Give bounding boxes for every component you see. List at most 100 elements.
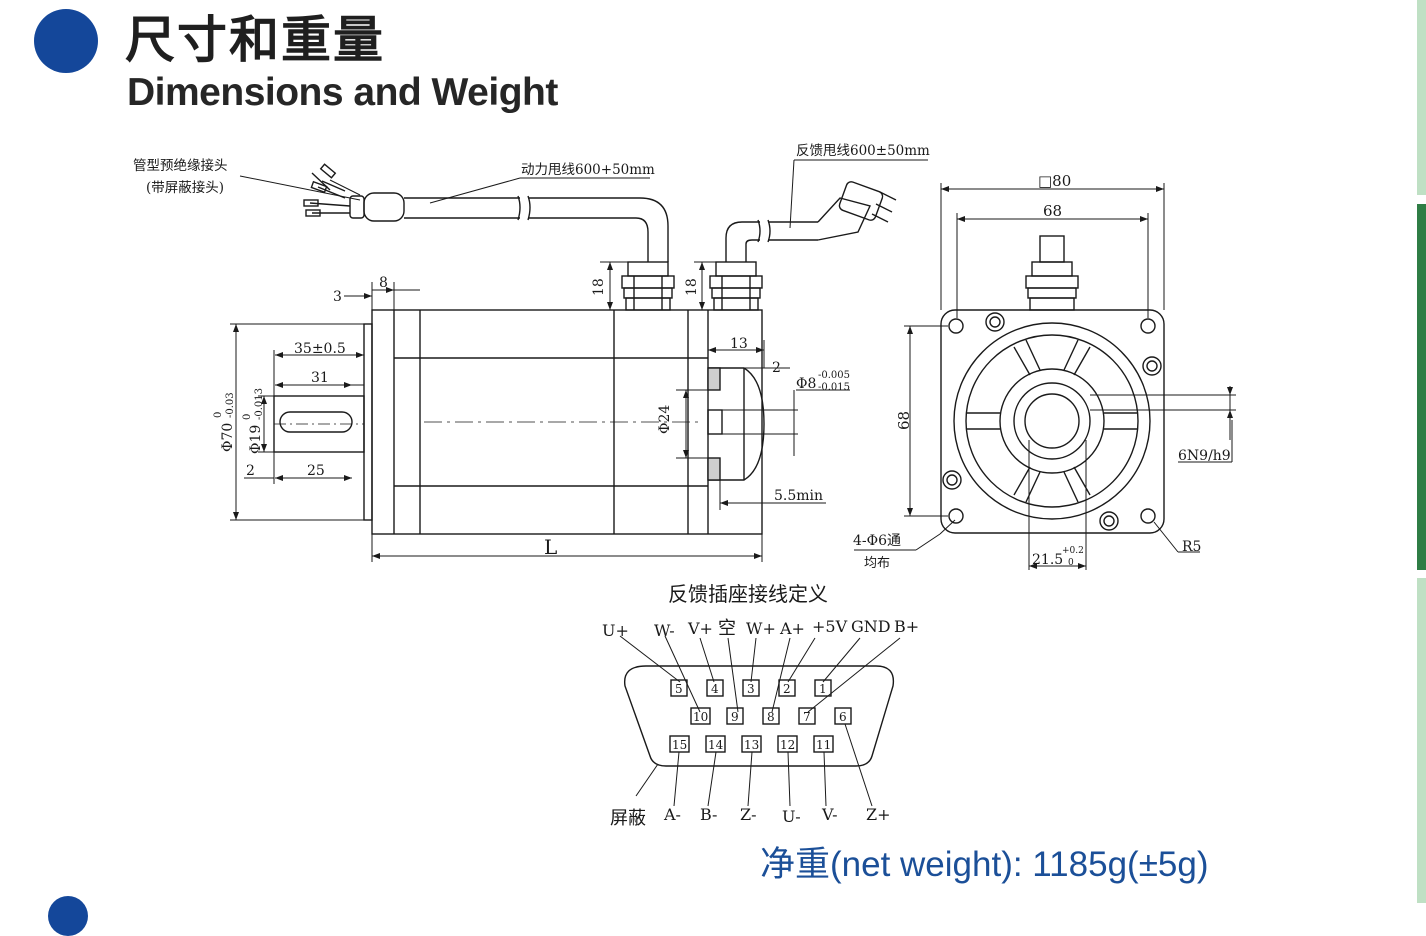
front-arrows <box>907 186 1233 569</box>
pin-label-shield: 屏蔽 <box>610 808 646 829</box>
pin-8: 8 <box>767 710 775 724</box>
dim-21-5: 21.5 <box>1032 552 1063 568</box>
holes-distribution-label: 均布 <box>864 556 890 571</box>
feedback-cable-gland <box>709 261 763 311</box>
pin-label-w-plus: W+ <box>746 619 776 638</box>
dim-21-5-tol-up: +0.2 <box>1062 546 1084 556</box>
motor-drawing: 管型预绝缘接头 (带屏蔽接头) 动力甩线600+50mm 反馈甩线600±50m… <box>133 143 1236 829</box>
front-view: □80 68 68 4-Φ6通 均布 21.5 +0.2 0 6N9/h9 R5 <box>853 172 1236 571</box>
radius-label: R5 <box>1182 539 1201 555</box>
page-title-cn: 尺寸和重量 <box>125 11 385 69</box>
section-bullet-icon-next <box>48 896 88 936</box>
pin-boxes <box>669 679 852 753</box>
pin-13: 13 <box>744 738 759 752</box>
power-cable <box>404 195 669 262</box>
dim-68-horizontal: 68 <box>1043 202 1062 220</box>
dim-18a: 18 <box>591 278 607 296</box>
pin-label-a-minus: A- <box>663 805 681 824</box>
pin-7: 7 <box>803 710 811 724</box>
flange-outline <box>940 309 1165 534</box>
pin-label-b-plus: B+ <box>894 617 919 636</box>
dim-phi70-tol-up: 0 <box>213 412 224 418</box>
pin-14: 14 <box>708 738 724 752</box>
side-accent-bar-bottom <box>1417 578 1426 903</box>
net-weight-label: 净重(net weight): 1185g(±5g) <box>760 845 1209 884</box>
dim-square-80: □80 <box>1038 172 1071 190</box>
connector-label-line2: (带屏蔽接头) <box>146 179 224 196</box>
dim-3: 3 <box>333 289 342 305</box>
section-bullet-icon <box>34 9 98 73</box>
pin-label-b-minus: B- <box>700 805 717 824</box>
front-dimension-lines <box>854 183 1236 570</box>
pin-1: 1 <box>819 682 827 696</box>
pin-label-empty: 空 <box>718 618 736 639</box>
pin-2: 2 <box>783 682 791 696</box>
wire-bundle <box>303 163 405 222</box>
front-gland <box>1025 235 1079 311</box>
feedback-connector: 反馈插座接线定义 U+ W- V+ 空 W+ A+ +5V GND B+ 5 4… <box>602 582 919 829</box>
side-view: 管型预绝缘接头 (带屏蔽接头) 动力甩线600+50mm 反馈甩线600±50m… <box>133 143 930 562</box>
mounting-holes <box>942 312 1162 531</box>
dim-35: 35±0.5 <box>294 341 346 357</box>
front-labels: □80 68 68 4-Φ6通 均布 21.5 +0.2 0 6N9/h9 R5 <box>853 172 1231 571</box>
pin-4: 4 <box>711 682 719 696</box>
dim-2b: 2 <box>772 360 781 376</box>
side-arrows <box>233 262 764 559</box>
dim-phi24: Φ24 <box>657 405 673 434</box>
pin-label-v-minus: V- <box>821 805 838 824</box>
dim-phi8-tol-dn: -0.015 <box>818 382 850 393</box>
pin-label-5v: +5V <box>812 617 848 636</box>
pin-12: 12 <box>780 738 795 752</box>
page-title-en: Dimensions and Weight <box>127 71 558 114</box>
key-tolerance-label: 6N9/h9 <box>1178 448 1231 464</box>
pin-15: 15 <box>672 738 687 752</box>
pin-label-z-plus: Z+ <box>866 805 891 824</box>
dim-phi19-tol-up: 0 <box>242 414 253 420</box>
holes-label: 4-Φ6通 <box>853 533 901 549</box>
motor-body <box>363 309 763 535</box>
pin-label-u-plus: U+ <box>602 621 629 640</box>
dim-25: 25 <box>307 463 325 479</box>
pin-label-a-plus: A+ <box>779 619 805 638</box>
side-accent-bar-middle <box>1417 204 1426 570</box>
dim-18b: 18 <box>684 278 700 296</box>
dim-phi19: Φ19 <box>248 425 264 454</box>
power-cable-label: 动力甩线600+50mm <box>521 162 655 178</box>
pin-10: 10 <box>693 710 708 724</box>
dim-68-vertical: 68 <box>895 411 913 430</box>
dim-21-5-tol-dn: 0 <box>1068 558 1074 568</box>
dim-2: 2 <box>246 463 255 479</box>
pin-3: 3 <box>747 682 755 696</box>
pin-label-w-minus: W- <box>654 621 675 640</box>
pin-label-gnd: GND <box>851 617 891 636</box>
dim-L: L <box>544 535 557 559</box>
dim-8: 8 <box>379 275 388 291</box>
flange-ribs <box>966 339 1138 503</box>
pin-11: 11 <box>816 738 831 752</box>
side-dimension-lines <box>230 159 928 562</box>
feedback-cable <box>725 181 897 262</box>
dim-13: 13 <box>730 336 748 352</box>
pin-6: 6 <box>839 710 847 724</box>
side-labels: 管型预绝缘接头 (带屏蔽接头) 动力甩线600+50mm 反馈甩线600±50m… <box>133 143 930 559</box>
encoder-section <box>707 367 765 481</box>
dim-phi8: Φ8 <box>796 376 816 392</box>
dim-phi70: Φ70 <box>220 423 236 452</box>
pin-label-u-minus: U- <box>782 807 801 826</box>
pin-9: 9 <box>731 710 739 724</box>
power-cable-gland <box>621 261 675 311</box>
pin-5: 5 <box>675 682 683 696</box>
dim-phi8-tol-up: -0.005 <box>818 370 850 381</box>
feedback-cable-label: 反馈甩线600±50mm <box>796 143 930 159</box>
connector-label-line1: 管型预绝缘接头 <box>133 157 228 174</box>
connector-title: 反馈插座接线定义 <box>668 582 828 606</box>
pin-label-z-minus: Z- <box>740 805 757 824</box>
motor-shaft <box>273 395 365 453</box>
dim-phi70-tol-dn: -0.03 <box>225 392 236 418</box>
pin-text: 反馈插座接线定义 U+ W- V+ 空 W+ A+ +5V GND B+ 5 4… <box>602 582 919 829</box>
pin-label-v-plus: V+ <box>687 619 713 638</box>
dim-5-5min: 5.5min <box>774 488 823 504</box>
dim-phi19-tol-dn: -0.013 <box>254 388 265 420</box>
dim-31: 31 <box>311 370 329 386</box>
pin-leader-lines <box>619 635 901 807</box>
